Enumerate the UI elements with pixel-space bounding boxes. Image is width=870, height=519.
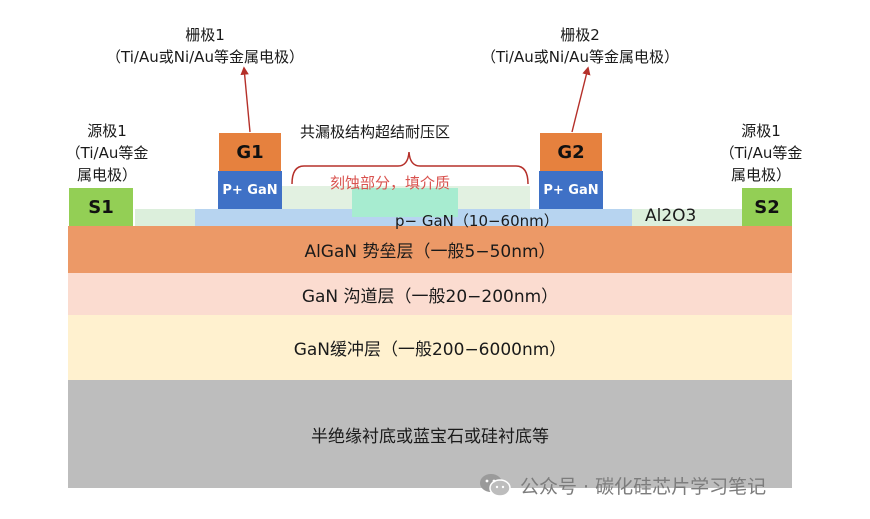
substrate-layer bbox=[68, 380, 792, 488]
superjunction-label: 共漏极结构超结耐压区 bbox=[300, 123, 451, 141]
channel-label: GaN 沟道层（一般20−200nm） bbox=[301, 286, 559, 307]
source2-annotation: 源极1 （Ti/Au等金 属电极） bbox=[706, 120, 816, 186]
s2-label: S2 bbox=[754, 196, 780, 218]
p-plus-gan-label-1: P+ GaN bbox=[222, 182, 278, 198]
gate2-annotation-material: （Ti/Au或Ni/Au等金属电极） bbox=[481, 48, 679, 66]
p-plus-gan-label-2: P+ GaN bbox=[543, 182, 599, 198]
p-plus-gan-block-2: P+ GaN bbox=[539, 171, 603, 209]
buffer-label: GaN缓冲层（一般200−6000nm） bbox=[293, 340, 567, 360]
wechat-icon bbox=[480, 474, 511, 497]
gan-buffer-layer bbox=[68, 315, 792, 380]
source2-annotation-line2: （Ti/Au等金 bbox=[719, 144, 803, 162]
source2-annotation-line1: 源极1 bbox=[741, 122, 781, 140]
p-gan-layer bbox=[195, 209, 632, 226]
gate2-annotation-title: 栅极2 bbox=[560, 26, 600, 44]
source1-annotation-line3: 属电极） bbox=[76, 166, 137, 184]
gate1-annotation: 栅极1 （Ti/Au或Ni/Au等金属电极） bbox=[95, 24, 315, 68]
source1-annotation-line1: 源极1 bbox=[87, 122, 127, 140]
source-electrode-s2: S2 bbox=[742, 188, 792, 226]
dielectric-fill bbox=[352, 188, 458, 217]
gate2-arrow bbox=[571, 66, 591, 133]
gate1-annotation-title: 栅极1 bbox=[185, 26, 225, 44]
gan-channel-layer bbox=[68, 273, 792, 315]
g1-label: G1 bbox=[236, 141, 264, 163]
algan-barrier-layer bbox=[68, 226, 792, 273]
gate-electrode-g2: G2 bbox=[540, 133, 602, 171]
s1-label: S1 bbox=[88, 196, 114, 218]
superjunction-brace bbox=[291, 151, 529, 185]
substrate-label: 半绝缘衬底或蓝宝石或硅衬底等 bbox=[311, 426, 549, 447]
p-plus-gan-block-1: P+ GaN bbox=[218, 171, 282, 209]
etch-label: 刻蚀部分，填介质 bbox=[330, 174, 451, 192]
gate1-arrow bbox=[240, 66, 251, 133]
al2o3-label: Al2O3 bbox=[645, 206, 697, 226]
g2-label: G2 bbox=[557, 141, 585, 163]
watermark: 公众号 · 碳化硅芯片学习笔记 bbox=[478, 470, 766, 500]
p-gan-layer-label: p− GaN（10−60nm） bbox=[395, 212, 559, 230]
source1-annotation: 源极1 （Ti/Au等金 属电极） bbox=[52, 120, 162, 186]
barrier-label: AlGaN 势垒层（一般5−50nm） bbox=[304, 242, 556, 262]
gate-electrode-g1: G1 bbox=[219, 133, 281, 171]
source1-annotation-line2: （Ti/Au等金 bbox=[65, 144, 149, 162]
gate1-annotation-material: （Ti/Au或Ni/Au等金属电极） bbox=[106, 48, 304, 66]
gate2-annotation: 栅极2 （Ti/Au或Ni/Au等金属电极） bbox=[470, 24, 690, 68]
watermark-text: 公众号 · 碳化硅芯片学习笔记 bbox=[520, 475, 767, 498]
source-electrode-s1: S1 bbox=[69, 188, 133, 226]
source2-annotation-line3: 属电极） bbox=[730, 166, 791, 184]
